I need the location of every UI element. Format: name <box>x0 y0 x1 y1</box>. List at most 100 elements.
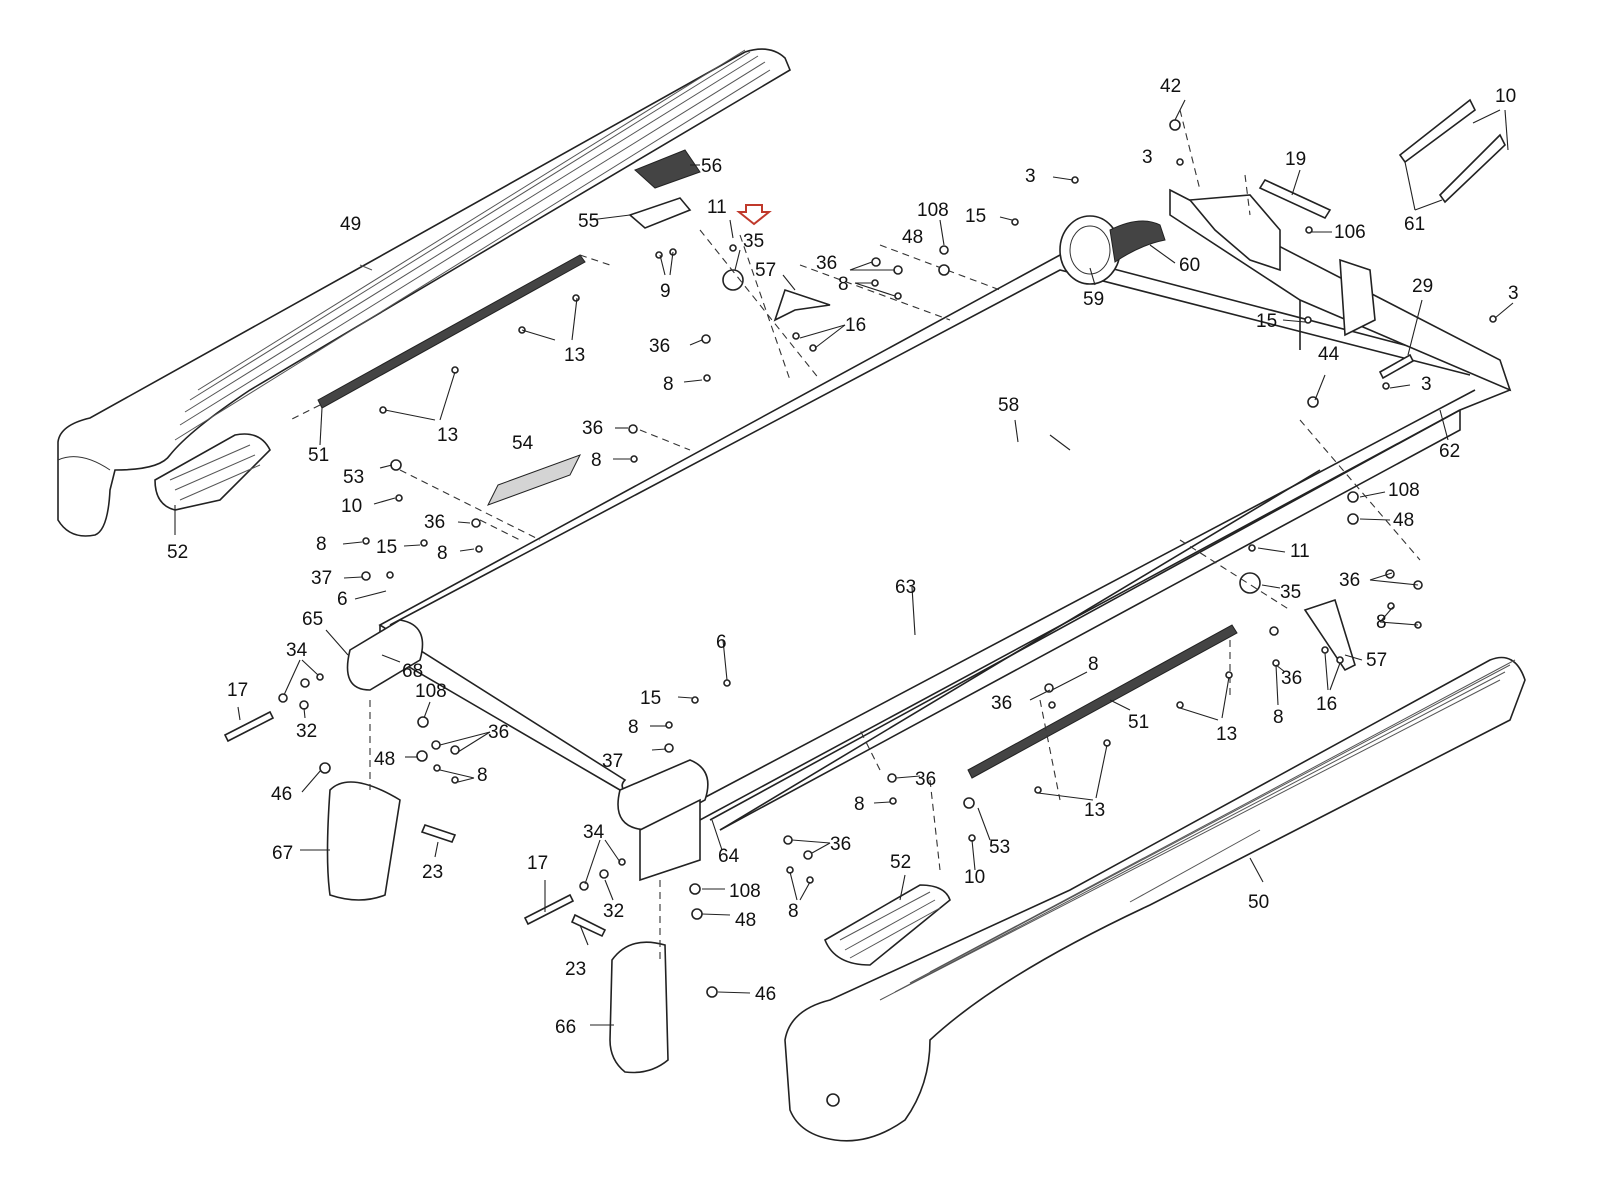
callout-c13c: 13 <box>1216 724 1237 745</box>
callout-c36b: 36 <box>649 336 670 357</box>
callout-c36d: 36 <box>424 512 445 533</box>
callout-c15c: 15 <box>1256 311 1277 332</box>
callout-c63: 63 <box>895 577 916 598</box>
callout-c23b: 23 <box>565 959 586 980</box>
callout-c60: 60 <box>1179 255 1200 276</box>
callout-c36j: 36 <box>830 834 851 855</box>
callout-c11a: 11 <box>707 197 727 218</box>
side-rail-left <box>57 48 792 537</box>
callout-c108d: 108 <box>729 881 761 902</box>
right-step <box>823 884 951 966</box>
callout-c52a: 52 <box>167 542 188 563</box>
callout-c108c: 108 <box>1388 480 1420 501</box>
callout-c29: 29 <box>1412 276 1433 297</box>
callout-c34a: 34 <box>286 640 308 661</box>
front-cover-67 <box>326 781 401 901</box>
callout-c51b: 51 <box>1128 712 1149 733</box>
side-rail-right <box>784 656 1526 1142</box>
callout-c53a: 53 <box>343 467 364 488</box>
callout-c6b: 6 <box>716 632 727 653</box>
callout-c53b: 53 <box>989 837 1010 858</box>
callout-c17a: 17 <box>227 680 248 701</box>
callout-c48b: 48 <box>902 227 923 248</box>
callout-c37b: 37 <box>602 751 623 772</box>
callout-c42: 42 <box>1160 76 1181 97</box>
callout-c64: 64 <box>718 846 740 867</box>
callout-c50: 50 <box>1248 892 1269 913</box>
callout-c13d: 13 <box>1084 800 1105 821</box>
callout-c9: 9 <box>660 281 671 302</box>
pulley-and-belt <box>1059 194 1281 285</box>
bolt-17b <box>523 893 575 926</box>
callout-c57a: 57 <box>755 260 776 281</box>
cushion-35b <box>1239 572 1261 594</box>
callout-c8e: 8 <box>437 543 448 564</box>
callout-c8a: 8 <box>838 274 849 295</box>
callout-c32a: 32 <box>296 721 317 742</box>
front-cover-66 <box>609 941 669 1074</box>
bolt-29 <box>1378 353 1415 380</box>
callout-c51a: 51 <box>308 445 329 466</box>
callout-c46b: 46 <box>755 984 776 1005</box>
bolt-23a <box>420 824 457 843</box>
callout-c16b: 16 <box>1316 694 1337 715</box>
callout-c15b: 15 <box>965 206 986 227</box>
callout-c58: 58 <box>998 395 1019 416</box>
callout-c8d: 8 <box>316 534 327 555</box>
bolt-23b <box>570 913 607 938</box>
callout-c8f: 8 <box>477 765 488 786</box>
bolt-17a <box>223 710 275 743</box>
callout-c36a: 36 <box>816 253 837 274</box>
callout-c10b: 10 <box>1495 86 1516 107</box>
callout-c3c: 3 <box>1421 374 1432 395</box>
callout-c49: 49 <box>340 214 361 235</box>
callout-c57b: 57 <box>1366 650 1387 671</box>
right-bar <box>967 624 1238 779</box>
callout-c48c: 48 <box>1393 510 1414 531</box>
callout-c10c: 10 <box>964 867 985 888</box>
callout-c35b: 35 <box>1280 582 1301 603</box>
rail-61a <box>1398 98 1477 164</box>
callout-c67: 67 <box>272 843 293 864</box>
callout-c36i: 36 <box>915 769 936 790</box>
callout-c8i: 8 <box>628 717 639 738</box>
left-step <box>154 433 271 511</box>
callout-c59: 59 <box>1083 289 1104 310</box>
callout-c8k: 8 <box>854 794 865 815</box>
callout-c52b: 52 <box>890 852 911 873</box>
callout-c19: 19 <box>1285 149 1306 170</box>
callout-c3b: 3 <box>1025 166 1036 187</box>
cushion-35a <box>722 269 744 291</box>
callout-c36f: 36 <box>1339 570 1360 591</box>
callout-c36h: 36 <box>991 693 1012 714</box>
callout-c62: 62 <box>1439 441 1460 462</box>
callout-c37a: 37 <box>311 568 332 589</box>
callout-c10a: 10 <box>341 496 362 517</box>
callout-c46a: 46 <box>271 784 292 805</box>
callout-c55: 55 <box>578 211 599 232</box>
rail-61b <box>1438 133 1506 204</box>
callout-c54: 54 <box>512 433 534 454</box>
callout-c36g: 36 <box>1281 668 1302 689</box>
highlight-arrow-icon <box>736 204 772 226</box>
callout-c108b: 108 <box>917 200 949 221</box>
callout-c32b: 32 <box>603 901 624 922</box>
callout-c8b: 8 <box>663 374 674 395</box>
callout-c106: 106 <box>1334 222 1366 243</box>
axle-19 <box>1258 178 1332 220</box>
hardware <box>278 119 1497 998</box>
callout-c13b: 13 <box>437 425 458 446</box>
callout-c44: 44 <box>1318 344 1340 365</box>
callout-c3a: 3 <box>1142 147 1153 168</box>
bracket-57a <box>773 288 831 322</box>
callout-c48a: 48 <box>374 749 395 770</box>
callout-c61: 61 <box>1404 214 1425 235</box>
callout-c15d: 15 <box>640 688 661 709</box>
callout-c13a: 13 <box>564 345 585 366</box>
callout-c68: 68 <box>402 661 423 682</box>
callout-c8c: 8 <box>591 450 602 471</box>
callout-c36c: 36 <box>582 418 603 439</box>
